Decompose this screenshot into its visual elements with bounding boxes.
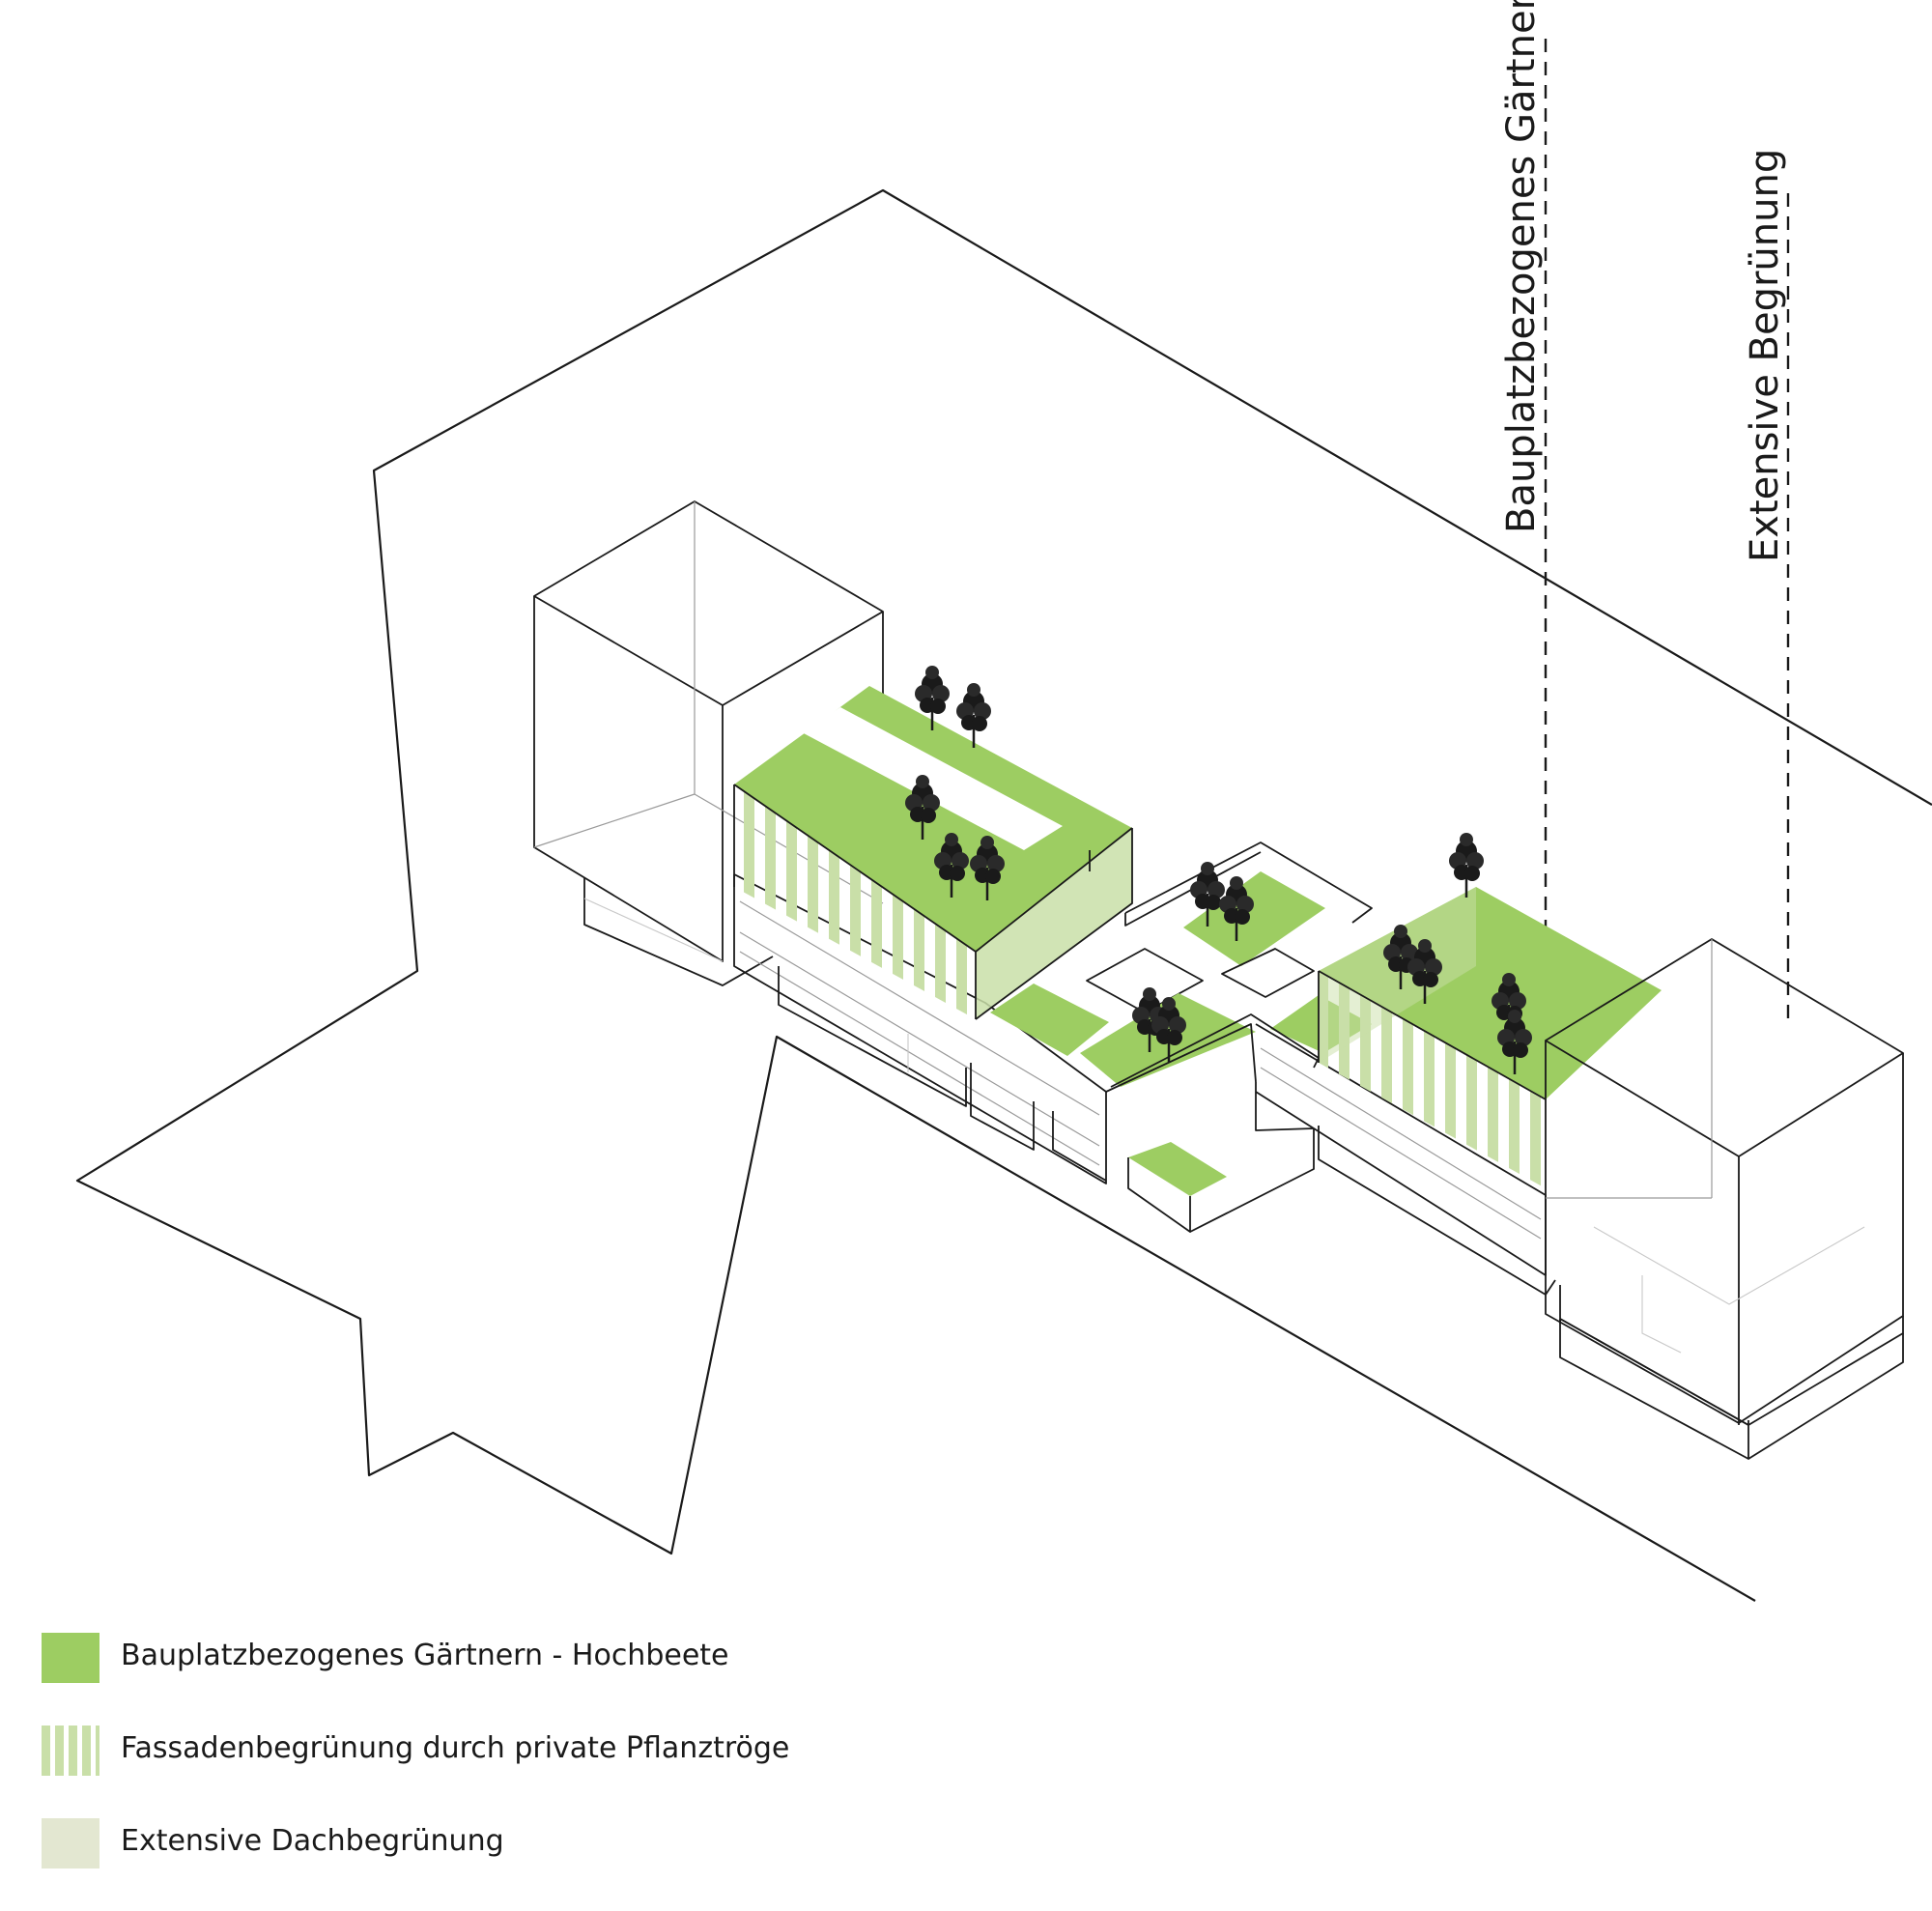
legend-label: Bauplatzbezogenes Gärtnern - Hochbeete (121, 1639, 729, 1672)
legend-swatch-extensive (42, 1818, 99, 1868)
legend: Bauplatzbezogenes Gärtnern - Hochbeete F… (42, 1633, 911, 1911)
legend-item-fassade: Fassadenbegrünung durch private Pflanztr… (42, 1726, 911, 1818)
site-boundary (75, 188, 1932, 1602)
green-building-left (733, 686, 1133, 1020)
legend-swatch-hochbeete (42, 1633, 99, 1683)
legend-item-hochbeete: Bauplatzbezogenes Gärtnern - Hochbeete (42, 1633, 911, 1726)
green-building-right (1318, 887, 1662, 1188)
legend-label: Fassadenbegrünung durch private Pflanztr… (121, 1731, 790, 1765)
right-tower (1545, 938, 1904, 1460)
callout-label-gaertner: Bauplatzbezogenes Gärtner (1499, 0, 1544, 533)
legend-swatch-fassade (42, 1726, 99, 1776)
callout-label-extensive: Extensive Begrünung (1743, 149, 1787, 562)
legend-label: Extensive Dachbegrünung (121, 1824, 504, 1858)
left-tower (533, 500, 884, 986)
legend-item-extensive: Extensive Dachbegrünung (42, 1818, 911, 1911)
